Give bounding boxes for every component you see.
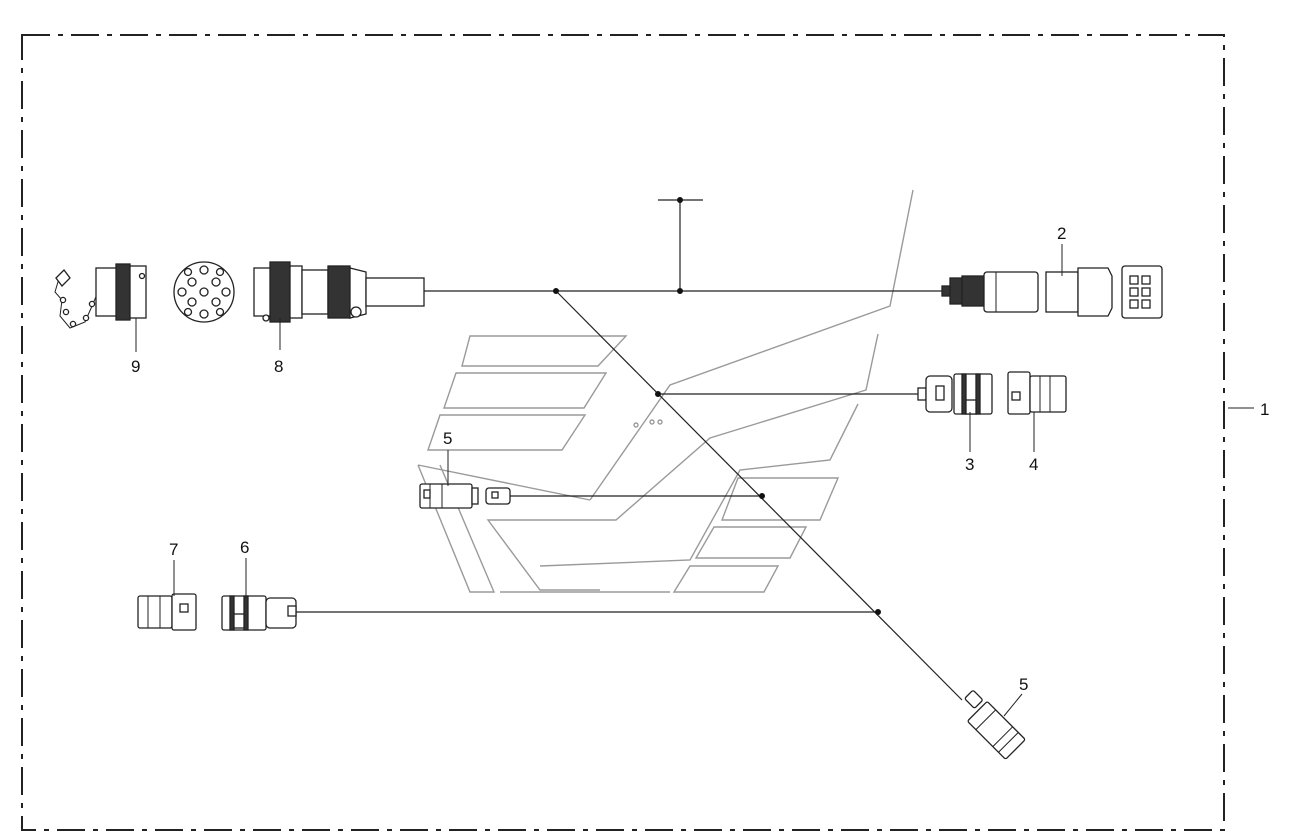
part-connector-insert-face xyxy=(173,261,235,323)
callout-5-lower: 5 xyxy=(1019,675,1028,694)
callout-3: 3 xyxy=(965,455,974,474)
kit-boundary xyxy=(21,34,1225,831)
part-5-connector-lower xyxy=(964,690,1026,760)
watermark-logo xyxy=(417,189,914,593)
callout-6: 6 xyxy=(240,538,249,557)
part-5-connector-upper xyxy=(419,483,511,509)
part-3-connector xyxy=(917,373,993,415)
callout-4: 4 xyxy=(1029,455,1038,474)
callout-1: 1 xyxy=(1260,400,1269,419)
part-4-connector xyxy=(1007,371,1067,415)
part-2-rect-connector xyxy=(941,265,1163,319)
callout-9: 9 xyxy=(131,357,140,376)
callout-2: 2 xyxy=(1057,224,1066,243)
part-6-connector xyxy=(221,595,297,631)
callout-7: 7 xyxy=(169,540,178,559)
part-7-connector xyxy=(137,593,197,631)
callout-5-upper: 5 xyxy=(443,429,452,448)
part-9-dust-cap xyxy=(54,263,147,329)
harness-wires xyxy=(296,197,963,701)
leader-lines xyxy=(135,244,1254,717)
part-8-round-connector xyxy=(253,261,425,323)
callout-8: 8 xyxy=(274,357,283,376)
